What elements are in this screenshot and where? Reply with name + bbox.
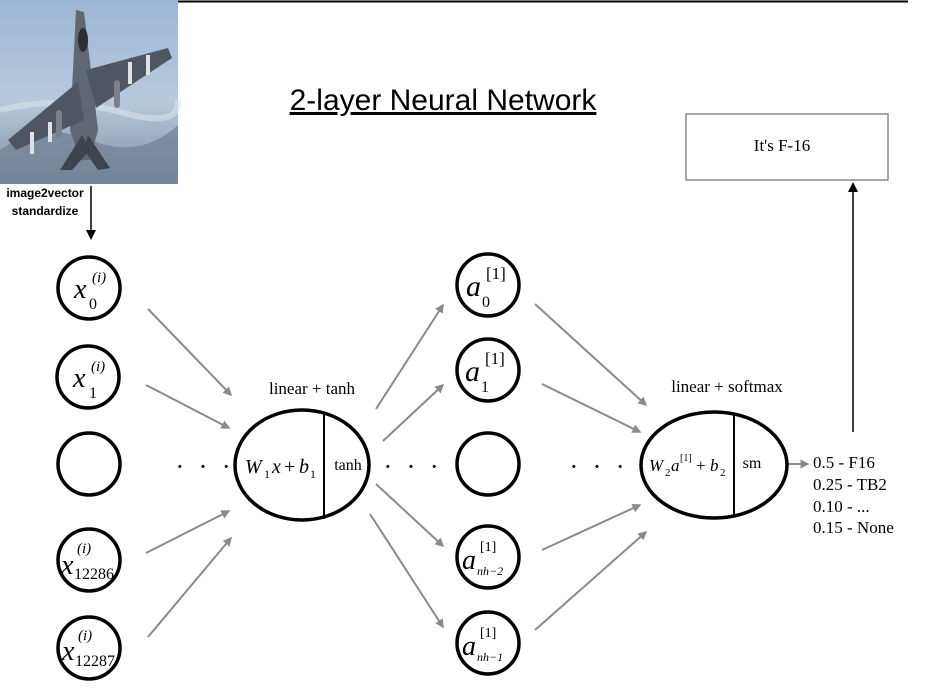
hidden-node-sup: [1] [480, 626, 496, 641]
layer2-label: linear + softmax [671, 377, 783, 396]
conn-h-4 [369, 513, 444, 629]
layer1-formula: W 1 x + b 1 [245, 456, 316, 481]
input-node-base: x [73, 274, 87, 305]
output-probabilities: 0.5 - F16 0.25 - TB2 0.10 - ... 0.15 - N… [813, 453, 894, 537]
input-node-base: x [61, 636, 75, 667]
ellipsis-input: · · · [176, 452, 235, 481]
input-node [56, 431, 122, 497]
diagram-title: 2-layer Neural Network [290, 84, 598, 117]
svg-text:2: 2 [720, 467, 726, 479]
hidden-node-base: a [466, 270, 481, 303]
hidden-node-sup: [1] [485, 349, 505, 368]
output-line: 0.5 - F16 [813, 453, 875, 472]
hidden-node: a 0 [1] [455, 252, 521, 318]
conn-o-1 [541, 383, 642, 433]
svg-text:b: b [299, 456, 309, 478]
conn-o-4 [534, 531, 648, 631]
layer2-node: linear + softmax W 2 a [1] + b 2 sm [639, 377, 789, 520]
input-node-sub: 12287 [75, 653, 115, 670]
preprocess-label-1: image2vector [6, 186, 84, 200]
input-node-sup: (i) [78, 628, 92, 644]
conn-in-3 [145, 510, 231, 554]
conn-h-3 [375, 483, 445, 548]
output-line: 0.25 - TB2 [813, 475, 887, 494]
svg-text:+: + [284, 456, 295, 478]
input-node-sub: 12286 [74, 566, 114, 583]
svg-text:x: x [271, 456, 281, 478]
svg-text:+: + [696, 456, 706, 475]
hidden-node-sub: 1 [481, 379, 489, 396]
input-node-sup: (i) [92, 270, 106, 286]
svg-text:W: W [245, 456, 264, 478]
ellipsis-hidden-right: · · · [570, 452, 629, 481]
f16-photo [0, 0, 181, 184]
conn-in-0 [147, 308, 233, 397]
conn-in-1 [145, 384, 231, 429]
svg-text:1: 1 [310, 467, 316, 481]
hidden-node-sub: nh−2 [477, 564, 503, 578]
hidden-node: a nh−2 [1] [455, 524, 521, 590]
result-box [685, 113, 889, 181]
result-text: It's F-16 [754, 136, 810, 155]
svg-text:b: b [710, 456, 719, 475]
svg-text:a: a [671, 456, 680, 475]
conn-o-0 [534, 303, 648, 407]
input-node: x 0 (i) [56, 255, 122, 321]
hidden-node: a nh−1 [1] [455, 610, 521, 676]
layer1-activation: tanh [334, 457, 362, 474]
output-line: 0.15 - None [813, 518, 894, 537]
hidden-node [455, 431, 521, 497]
hidden-node-base: a [462, 545, 476, 576]
preprocess-label-2: standardize [12, 204, 79, 218]
input-node-sub: 0 [89, 296, 97, 313]
conn-h-0 [375, 303, 444, 410]
hidden-node-base: a [465, 355, 480, 388]
svg-text:W: W [649, 456, 665, 475]
hidden-node: a 1 [1] [455, 337, 521, 403]
hidden-node-sub: nh−1 [477, 650, 503, 664]
input-node-sup: (i) [77, 541, 91, 557]
hidden-node-base: a [462, 631, 476, 662]
hidden-node-sup: [1] [486, 264, 506, 283]
hidden-node-sub: 0 [482, 294, 490, 311]
svg-text:[1]: [1] [680, 453, 692, 464]
input-node: x 12287 (i) [56, 615, 122, 681]
conn-h-1 [382, 383, 445, 442]
layer1-node: linear + tanh W 1 x + b 1 tanh [233, 379, 371, 522]
hidden-connections [369, 303, 445, 629]
layer1-label: linear + tanh [269, 379, 356, 398]
conn-o-3 [541, 504, 642, 551]
input-node: x 1 (i) [55, 344, 121, 410]
input-node-base: x [72, 363, 86, 394]
input-node-base: x [60, 550, 74, 581]
input-node-sup: (i) [91, 359, 105, 375]
layer2-activation: sm [743, 455, 762, 472]
layer2-formula: W 2 a [1] + b 2 [649, 453, 726, 479]
input-node-sub: 1 [89, 385, 97, 402]
input-connections [145, 308, 233, 638]
conn-in-4 [147, 536, 232, 638]
hidden-nodes: a 0 [1] a 1 [1] a nh−2 [1] a nh−1 [1] [455, 252, 521, 676]
svg-text:1: 1 [264, 467, 270, 481]
output-line: 0.10 - ... [813, 497, 870, 516]
input-nodes: x 0 (i) x 1 (i) x 12286 (i) x 12287 (i) [55, 255, 122, 681]
hidden-node-sup: [1] [480, 540, 496, 555]
svg-text:2: 2 [665, 467, 671, 479]
input-node: x 12286 (i) [56, 527, 122, 593]
ellipsis-hidden-left: · · · [384, 452, 443, 481]
output-connections [534, 303, 648, 631]
